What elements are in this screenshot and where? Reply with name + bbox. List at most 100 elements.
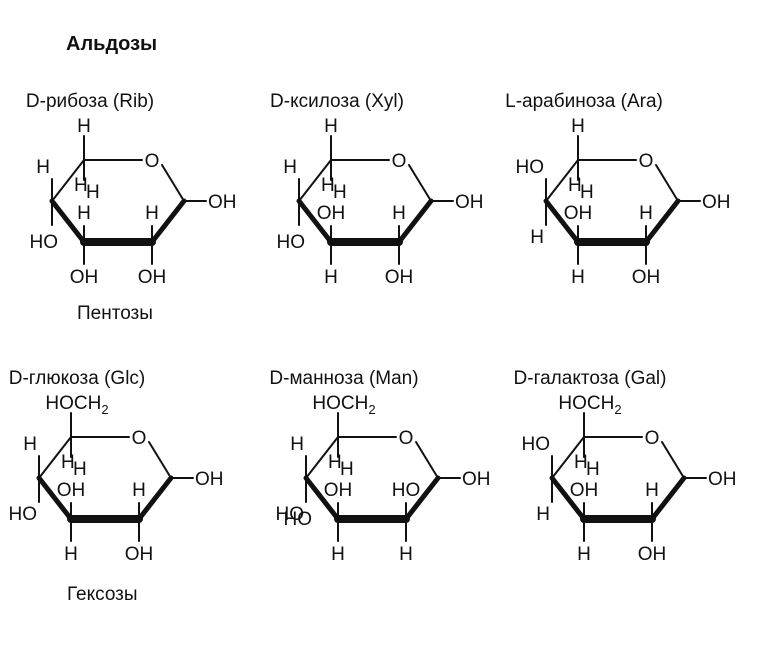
ring-oxygen: O	[392, 151, 407, 172]
c5-up-group: H	[571, 116, 585, 137]
anomeric-oh: OH	[708, 469, 737, 490]
c5-down-group: H	[586, 459, 600, 480]
ring-oxygen: O	[145, 151, 160, 172]
c2-up-group: H	[645, 480, 659, 501]
c2-up-group: H	[145, 203, 159, 224]
c2-down-group: OH	[638, 544, 667, 565]
c5-down-group: H	[580, 182, 594, 203]
c4-inner-group: H	[568, 175, 582, 196]
c5-down-group: H	[333, 182, 347, 203]
c4-down-group: H	[530, 227, 544, 248]
c4-up-group: HO	[516, 157, 545, 178]
c5-up-group: H	[77, 116, 91, 137]
c3-up-group: H	[77, 203, 91, 224]
c2-down-group: OH	[138, 267, 167, 288]
c2-up-group: H	[132, 480, 146, 501]
anomeric-oh: OH	[455, 192, 484, 213]
ring-bond	[305, 436, 339, 479]
c3-down-group: H	[571, 267, 585, 288]
c5-down-group: H	[73, 459, 87, 480]
ring-bond-wedge	[36, 475, 74, 522]
c4-inner-group: H	[321, 175, 335, 196]
c5-up-group: HOCH2	[558, 393, 621, 417]
c3-up-group: OH	[570, 480, 599, 501]
c3-up-group: OH	[317, 203, 346, 224]
ring-oxygen: O	[399, 428, 414, 449]
hexoses-label: Гексозы	[67, 584, 138, 605]
c5-up-group: HOCH2	[312, 393, 375, 417]
ring-bond-wedge	[49, 198, 87, 245]
page-title: Альдозы	[66, 33, 158, 55]
anomeric-oh: OH	[208, 192, 237, 213]
ring-oxygen: O	[645, 428, 660, 449]
molecule-name: D-галактоза (Gal)	[514, 368, 667, 389]
ring-bond-wedge	[649, 475, 687, 522]
molecule-name: D-манноза (Man)	[269, 368, 418, 389]
molecule-name: L-арабиноза (Ara)	[505, 91, 663, 112]
anomeric-oh: OH	[702, 192, 731, 213]
ring-bond-wedge	[543, 198, 581, 245]
c3-down-group: H	[577, 544, 591, 565]
ring-oxygen: O	[132, 428, 147, 449]
anomeric-oh: OH	[195, 469, 224, 490]
ring-bond	[545, 159, 579, 202]
c3-up-group: OH	[57, 480, 86, 501]
ring-bond-wedge	[549, 475, 587, 522]
ring-bond	[655, 164, 679, 202]
ring-bond	[551, 436, 585, 479]
ring-bond	[661, 441, 685, 479]
c4-inner-group: H	[328, 452, 342, 473]
c3-down-group: H	[324, 267, 338, 288]
c3-down-group: OH	[70, 267, 99, 288]
c4-down-group: HO	[9, 504, 38, 525]
anomeric-oh: OH	[462, 469, 491, 490]
c4-up-group: HO	[522, 434, 551, 455]
pentoses-label: Пентозы	[77, 303, 153, 324]
ring-bond-wedge	[149, 198, 187, 245]
c4-inner-group: H	[74, 175, 88, 196]
ring-bond-wedge	[403, 475, 441, 522]
c2-down-group: OH	[385, 267, 414, 288]
ring-bond-wedge	[296, 198, 334, 245]
ring-bond	[38, 436, 72, 479]
ring-bond	[148, 441, 172, 479]
c4-up-group: H	[283, 157, 297, 178]
c5-down-group: H	[340, 459, 354, 480]
c5-down-group: H	[86, 182, 100, 203]
c2-down-group: H	[399, 544, 413, 565]
ring-bond-wedge	[396, 198, 434, 245]
ring-bond	[408, 164, 432, 202]
c4-inner-group: H	[61, 452, 75, 473]
c3-left-group: HO	[277, 232, 306, 253]
c2-up-group: HO	[392, 480, 421, 501]
molecule-name: D-ксилоза (Xyl)	[270, 91, 404, 112]
c3-left-group: HO	[30, 232, 59, 253]
ring-bond-wedge	[303, 475, 341, 522]
c2-down-group: OH	[632, 267, 661, 288]
c3-left-group: HO	[284, 509, 313, 530]
c2-up-group: H	[639, 203, 653, 224]
molecule-name: D-глюкоза (Glc)	[9, 368, 146, 389]
ring-bond	[298, 159, 332, 202]
c2-up-group: H	[392, 203, 406, 224]
c5-up-group: H	[324, 116, 338, 137]
c3-down-group: H	[331, 544, 345, 565]
c4-up-group: H	[36, 157, 50, 178]
c4-down-group: HO	[276, 504, 305, 525]
ring-bond	[415, 441, 439, 479]
c4-up-group: H	[290, 434, 304, 455]
c2-down-group: OH	[125, 544, 154, 565]
c4-down-group: H	[536, 504, 550, 525]
c5-up-group: HOCH2	[45, 393, 108, 417]
molecule-name: D-рибоза (Rib)	[26, 91, 154, 112]
ring-bond-wedge	[136, 475, 174, 522]
c4-up-group: H	[23, 434, 37, 455]
ring-bond	[51, 159, 85, 202]
ring-bond-wedge	[643, 198, 681, 245]
